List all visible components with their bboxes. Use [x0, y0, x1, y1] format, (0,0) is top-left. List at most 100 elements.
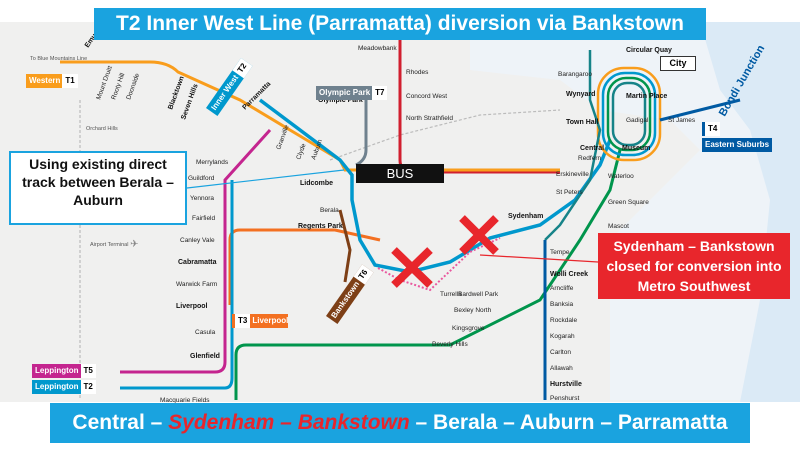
line-tag-name: Eastern Suburbs: [705, 140, 770, 149]
station-label: Fairfield: [192, 215, 216, 222]
station-label: Banksia: [550, 301, 574, 308]
route-part-3: – Berala – Auburn – Parramatta: [415, 411, 728, 434]
city-label: City: [660, 56, 696, 71]
station-label: Warwick Farm: [176, 281, 217, 288]
station-label: Canley Vale: [180, 237, 215, 244]
station-label: Town Hall: [566, 119, 599, 126]
station-label: Merrylands: [196, 159, 229, 166]
station-label: Airport Terminal: [90, 242, 128, 248]
t2-inner-west-line: [258, 98, 612, 274]
line-tag-name: Leppington: [35, 382, 79, 391]
route-part-2: Sydenham – Bankstown: [168, 411, 410, 434]
station-label: To Blue Mountains Line: [30, 56, 87, 62]
station-label: Wolli Creek: [550, 271, 588, 278]
station-label: Kingsgrove: [452, 325, 485, 332]
line-tag-code: T4: [705, 122, 721, 136]
station-label: Sydenham: [508, 213, 543, 220]
closed-segment: [377, 237, 501, 292]
station-label: Meadowbank: [358, 45, 397, 52]
line-tag-code: T5: [80, 364, 96, 378]
station-label: Olympic Park: [318, 97, 363, 104]
station-label: Penshurst: [550, 395, 579, 402]
t1-western-line: [60, 60, 560, 172]
station-label: Waterloo: [608, 173, 634, 180]
t7-olympic-line: [355, 92, 368, 167]
station-label: Redfern: [578, 155, 602, 162]
station-label: Circular Quay: [626, 47, 672, 54]
station-label: Barangaroo: [558, 71, 592, 78]
t4-eastern-line: [659, 98, 741, 122]
route-part-1: Central –: [72, 411, 163, 434]
station-label: Allawah: [550, 365, 573, 372]
t6-bankstown-line: [338, 209, 352, 283]
metro-m1-line: [544, 50, 602, 241]
city-circle-blue: [601, 71, 657, 157]
line-tag-name: Leppington: [35, 366, 79, 375]
line-tag-code: T7: [372, 86, 388, 100]
line-tag-code: T3: [235, 314, 251, 328]
station-label: Casula: [195, 329, 216, 336]
station-label: Turrella: [440, 291, 462, 298]
line-tag-name: Western: [29, 76, 61, 85]
line-tag-name: Liverpool: [252, 316, 289, 325]
callout-right-pointer: [479, 254, 599, 263]
title-banner: T2 Inner West Line (Parramatta) diversio…: [94, 8, 706, 40]
station-label: Guildford: [188, 175, 215, 182]
line-tag-eastern-suburbs: Eastern Suburbs: [702, 138, 773, 152]
line-tag-t4: T4: [702, 122, 721, 136]
station-label: Martin Place: [626, 93, 667, 100]
station-label: Rockdale: [550, 317, 577, 324]
station-label: Beverly Hills: [432, 341, 469, 348]
station-label: Tempe: [550, 249, 570, 256]
city-circle-green: [606, 76, 652, 152]
station-label: Wynyard: [566, 91, 595, 98]
line-tag-code: T2: [80, 380, 96, 394]
bus-label: BUS: [356, 164, 444, 183]
station-label: Yennora: [190, 195, 214, 202]
station-label: Arncliffe: [550, 285, 574, 292]
station-label: North Strathfield: [406, 115, 453, 122]
station-label: Bexley North: [454, 307, 492, 314]
line-tag-code: T1: [62, 74, 78, 88]
station-label: Rhodes: [406, 69, 429, 76]
callout-left-pointer: [186, 169, 345, 189]
station-label: St Peters: [556, 189, 583, 196]
station-label: Concord West: [406, 93, 447, 100]
station-label: Berala: [320, 207, 339, 214]
t5-cumberland-line: [120, 128, 272, 374]
callout-closure: Sydenham – Bankstown closed for conversi…: [598, 233, 790, 299]
station-label: Erskineville: [556, 171, 589, 178]
route-banner: Central – Sydenham – Bankstown – Berala …: [50, 403, 750, 443]
station-label: Orchard Hills: [86, 126, 118, 132]
station-label: Gadigal: [626, 117, 649, 124]
station-label: St James: [668, 117, 696, 124]
closure-cross-icon: [459, 215, 499, 255]
station-label: Macquarie Fields: [160, 397, 210, 404]
station-label: Central: [580, 145, 604, 152]
city-circle-orange: [596, 66, 662, 162]
city-circle-metro: [611, 81, 647, 147]
station-label: Hurstville: [550, 381, 582, 388]
station-label: Cabramatta: [178, 259, 217, 266]
airport-icon: ✈: [130, 239, 138, 250]
t2-leppington-line: [120, 180, 234, 390]
station-label: Green Square: [608, 199, 649, 206]
station-label: Bardwell Park: [458, 291, 499, 298]
station-label: Lidcombe: [300, 180, 333, 187]
t8-airport-line: [234, 149, 622, 400]
station-label: Kogarah: [550, 333, 575, 340]
callout-direct-track: Using existing direct track between Bera…: [9, 151, 187, 225]
station-label: Glenfield: [190, 353, 220, 360]
station-label: Mascot: [608, 223, 629, 230]
station-label: Museum: [622, 145, 650, 152]
station-label: Regents Park: [298, 223, 343, 230]
station-label: Liverpool: [176, 303, 208, 310]
closure-cross-icon: [391, 247, 433, 288]
station-label: Carlton: [550, 349, 571, 356]
